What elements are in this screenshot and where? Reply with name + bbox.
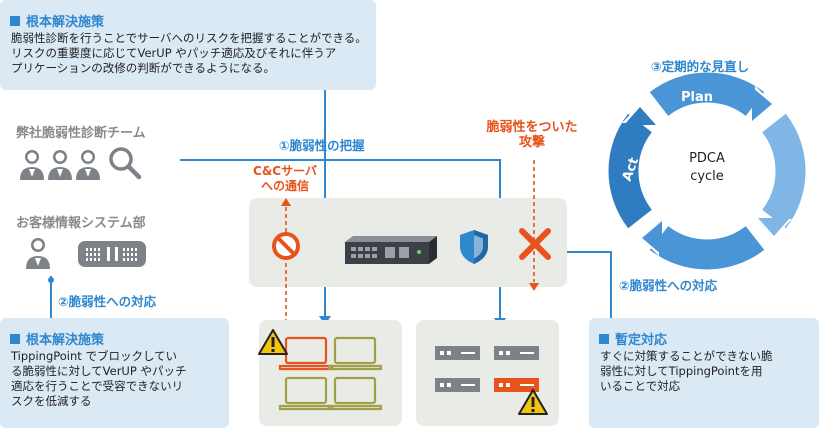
bottom-solution-body: TippingPoint でブロックしてい る脆弱性に対してVerUP やパッチ…: [11, 349, 187, 408]
cc-server-label: C&Cサーバへの通信: [253, 164, 317, 193]
customer-label: お客様情報システム部: [16, 216, 146, 231]
pdca-heading: ③定期的な見直し: [651, 59, 750, 74]
customer-person-icon: [26, 238, 50, 269]
step2-left-label: ②脆弱性への対応: [58, 294, 157, 309]
temporary-measure-title: 暫定対応: [599, 329, 667, 348]
block-icon: [272, 232, 300, 260]
bottom-solution-box: 根本解決施策 TippingPoint でブロックしてい る脆弱性に対してVer…: [0, 318, 229, 428]
attack-label: 脆弱性をついた攻撃: [486, 120, 578, 150]
warning-icon: [518, 389, 548, 415]
server-icon: [494, 346, 539, 360]
attack-blocked-x-icon: [519, 228, 551, 260]
warning-icon: [258, 329, 288, 355]
top-solution-body: 脆弱性診断を行うことでサーバへのリスクを把握することができる。 リスクの重要度に…: [11, 31, 367, 75]
pdca-cycle-diagram: [608, 72, 806, 270]
server-rack-icon: [78, 241, 146, 267]
server-icon: [494, 378, 539, 392]
pdca-plan-label: Plan: [681, 90, 714, 105]
tippingpoint-appliance-icon: [345, 236, 437, 264]
laptop-icon: [327, 336, 383, 371]
servers-group: [435, 346, 539, 392]
magnifier-icon: [109, 147, 142, 180]
top-solution-box: 根本解決施策 脆弱性診断を行うことでサーバへのリスクを把握することができる。 リ…: [0, 0, 376, 90]
square-bullet-icon: [10, 334, 20, 344]
temporary-measure-box: 暫定対応 すぐに対策することができない脆 弱性に対してTippingPointを…: [589, 318, 819, 428]
shield-icon: [460, 230, 488, 264]
temporary-measure-body: すぐに対策することができない脆 弱性に対してTippingPointを用 いるこ…: [600, 349, 773, 393]
bottom-solution-title: 根本解決施策: [10, 329, 104, 348]
server-icon: [435, 378, 480, 392]
top-solution-title: 根本解決施策: [10, 11, 104, 30]
team-people-icon: [20, 150, 100, 180]
laptop-icon: [327, 376, 383, 411]
square-bullet-icon: [599, 334, 609, 344]
server-icon: [435, 346, 480, 360]
laptop-icon: [278, 376, 334, 411]
step2-right-label: ②脆弱性への対応: [619, 278, 718, 293]
square-bullet-icon: [10, 16, 20, 26]
team-label: 弊社脆弱性診断チーム: [16, 126, 146, 141]
step1-label: ①脆弱性の把握: [279, 138, 365, 153]
